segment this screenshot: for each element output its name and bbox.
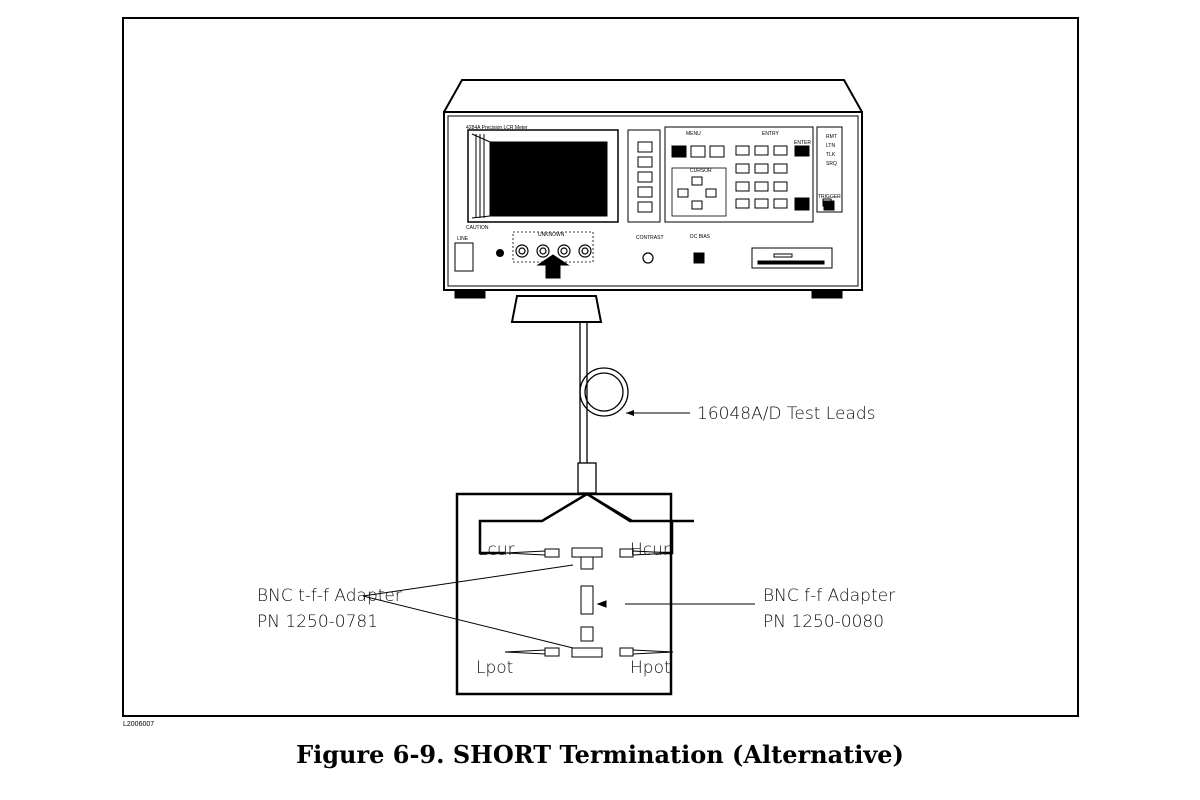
hpot-label: Hpot xyxy=(630,658,671,678)
line-switch xyxy=(454,242,474,272)
lcur-label: Lcur xyxy=(478,540,515,560)
trigger-label: TRIGGER xyxy=(818,194,841,200)
connect-arrow xyxy=(536,254,570,279)
ff-adapter-label: BNC f-f Adapter xyxy=(763,586,895,606)
status-rmt: RMT xyxy=(826,134,837,140)
model-label: 4284A Precision LCR Meter xyxy=(466,125,528,131)
cursor-pad xyxy=(671,167,727,217)
status-tlk: TLK xyxy=(826,152,836,158)
tff-adapter-top xyxy=(571,547,603,558)
tff-part-number: PN 1250-0781 xyxy=(257,612,378,632)
status-srq: SRQ xyxy=(826,161,837,167)
tff-adapter-label: BNC t-f-f Adapter xyxy=(257,586,402,606)
foot-left xyxy=(454,289,486,299)
ff-part-number: PN 1250-0080 xyxy=(763,612,884,632)
ff-adapter xyxy=(580,585,594,615)
test-leads-label: 16048A/D Test Leads xyxy=(697,404,876,424)
foot-right xyxy=(811,289,843,299)
lead-enclosure xyxy=(455,492,673,696)
dc-bias-label: DC BIAS xyxy=(690,234,711,240)
line-label: LINE xyxy=(457,236,469,242)
dc-bias-button xyxy=(693,252,705,264)
softkeys xyxy=(637,141,653,213)
cursor-label: CURSOR xyxy=(690,168,712,174)
caution-label: CAUTION xyxy=(466,225,489,231)
card-slot xyxy=(751,247,833,269)
enter-label: ENTER xyxy=(794,140,811,146)
figure-caption: Figure 6-9. SHORT Termination (Alternati… xyxy=(296,740,904,769)
instrument-top xyxy=(443,79,863,113)
status-indicators xyxy=(816,126,843,213)
tff-adapter-bottom xyxy=(571,647,603,658)
contrast-knob xyxy=(642,252,654,264)
figure-frame xyxy=(122,17,1079,717)
display-bezel xyxy=(467,129,619,223)
lcr-meter xyxy=(443,79,863,299)
trigger-key xyxy=(823,200,835,211)
status-ltn: LTN xyxy=(826,143,835,149)
unknown-label: UNKNOWN xyxy=(538,232,565,238)
figure-code: L2006007 xyxy=(123,721,154,728)
menu-label: MENU xyxy=(686,131,701,137)
contrast-label: CONTRAST xyxy=(636,235,664,241)
keypad xyxy=(735,145,810,211)
entry-label: ENTRY xyxy=(762,131,780,137)
lpot-label: Lpot xyxy=(476,658,513,678)
display-screen xyxy=(489,141,608,217)
test-lead-connector xyxy=(510,295,603,323)
hcur-label: Hcur xyxy=(630,540,670,560)
test-lead-cable xyxy=(577,322,629,494)
adapters xyxy=(504,547,674,658)
front-panel xyxy=(443,111,863,291)
